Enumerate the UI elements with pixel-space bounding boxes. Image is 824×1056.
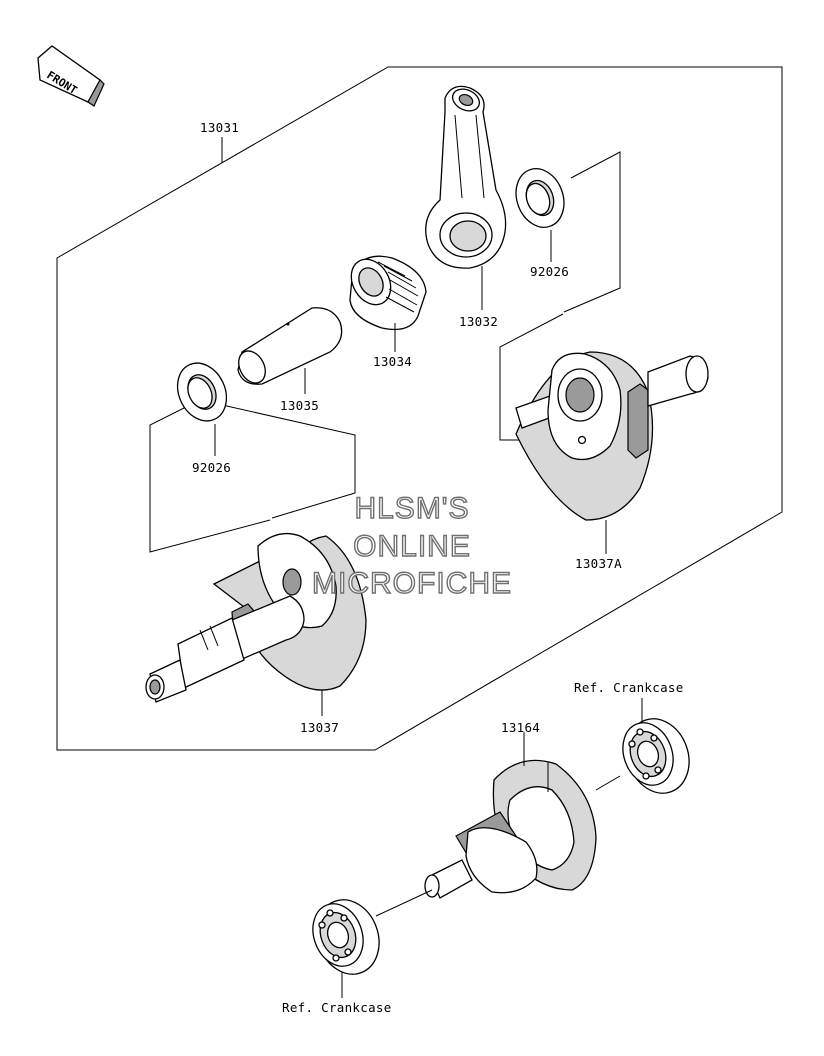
ball-bearing-top: [622, 718, 690, 794]
label-92026-left: 92026: [192, 460, 231, 475]
washer-top-bracket: [563, 151, 621, 313]
front-arrow-icon: FRONT: [37, 45, 105, 107]
ball-bearing-bottom: [312, 899, 380, 975]
crank-pin: [237, 307, 343, 385]
label-13164: 13164: [501, 720, 540, 735]
label-ref-crankcase-top: Ref. Crankcase: [574, 680, 684, 695]
shaft-axis-bottom: [375, 889, 433, 917]
washer-left-bracket: [149, 399, 271, 553]
needle-bearing: [349, 255, 427, 331]
label-92026-top: 92026: [530, 264, 569, 279]
label-13037A: 13037A: [575, 556, 622, 571]
watermark-line3: MICROFICHE: [312, 567, 512, 600]
label-13037: 13037: [300, 720, 339, 735]
balancer-shaft: [424, 759, 597, 899]
shaft-axis-top: [595, 775, 621, 791]
label-13035: 13035: [280, 398, 319, 413]
crankshaft-right-half: [515, 351, 709, 521]
label-13034: 13034: [373, 354, 412, 369]
connecting-rod: [425, 85, 507, 269]
watermark-line2: ONLINE: [353, 530, 471, 563]
thrust-washer-left: [176, 362, 228, 422]
crankshaft-left-half: [145, 532, 367, 703]
thrust-washer-top: [515, 168, 565, 228]
watermark-line1: HLSM'S: [354, 492, 469, 525]
label-13032: 13032: [459, 314, 498, 329]
label-ref-crankcase-bottom: Ref. Crankcase: [282, 1000, 392, 1015]
label-13031: 13031: [200, 120, 239, 135]
assembly-outline: [56, 66, 783, 751]
crank-left-bracket: [199, 399, 356, 519]
crank-right-bracket: [499, 313, 564, 441]
